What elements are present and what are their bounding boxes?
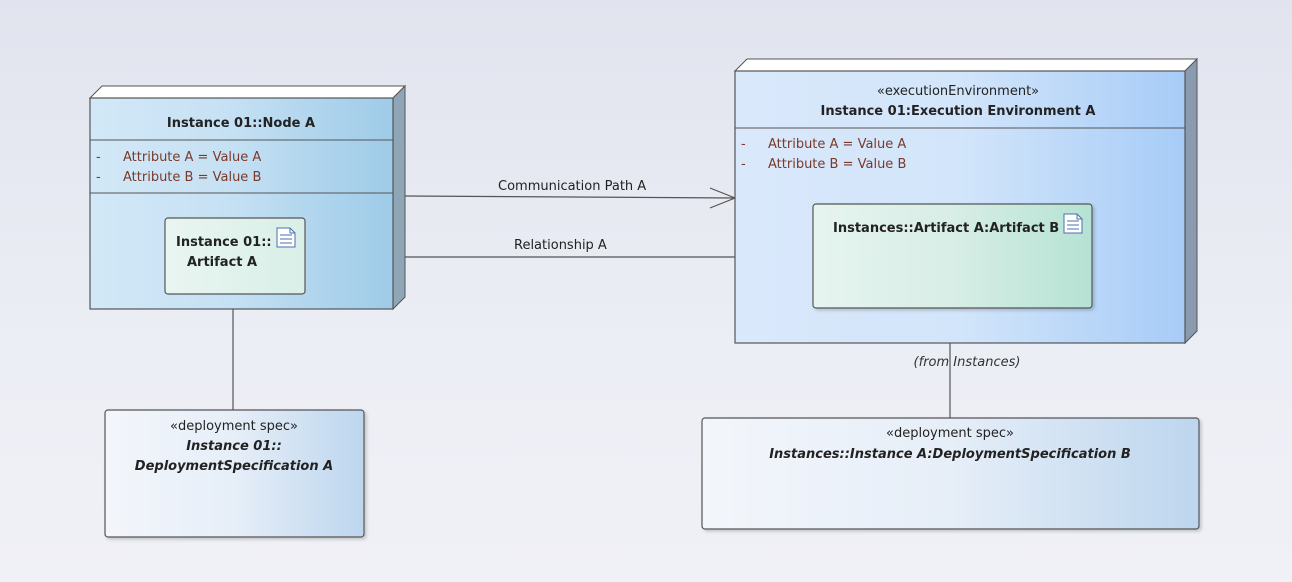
deploy-spec-a-stereotype: «deployment spec»	[170, 419, 298, 434]
exec-env-attr-dash: -	[741, 157, 746, 172]
deploy-spec-a-title-line2: DeploymentSpecification A	[135, 459, 333, 474]
artifact-b[interactable]	[812, 203, 1093, 309]
artifact-b-title: Instances::Artifact A:Artifact B	[833, 221, 1059, 236]
deploy-spec-b-title: Instances::Instance A:DeploymentSpecific…	[769, 447, 1131, 462]
exec-env-stereotype: «executionEnvironment»	[877, 84, 1039, 99]
exec-env-attribute: Attribute A = Value A	[768, 137, 906, 152]
deploy-spec-a-title-line1: Instance 01::	[186, 439, 282, 454]
node-a-attribute: Attribute B = Value B	[123, 170, 261, 185]
artifact-a-title-line1: Instance 01::	[176, 235, 272, 250]
relationship-label: Relationship A	[514, 238, 607, 253]
node-a-attribute: Attribute A = Value A	[123, 150, 261, 165]
deployment-spec-b[interactable]	[701, 417, 1200, 530]
document-icon	[276, 227, 296, 248]
document-icon	[1063, 213, 1083, 234]
deployment-spec-a[interactable]	[104, 409, 365, 538]
artifact-a[interactable]	[164, 217, 306, 295]
from-instances-label: (from Instances)	[914, 355, 1021, 370]
node-a-attr-dash: -	[96, 150, 101, 165]
exec-env-attr-dash: -	[741, 137, 746, 152]
node-a-title: Instance 01::Node A	[167, 116, 315, 131]
deploy-spec-b-stereotype: «deployment spec»	[886, 426, 1014, 441]
exec-env-title: Instance 01:Execution Environment A	[821, 104, 1096, 119]
artifact-a-title-line2: Artifact A	[187, 255, 257, 270]
node-a-attr-dash: -	[96, 170, 101, 185]
communication-path-label: Communication Path A	[498, 179, 646, 194]
exec-env-attribute: Attribute B = Value B	[768, 157, 906, 172]
